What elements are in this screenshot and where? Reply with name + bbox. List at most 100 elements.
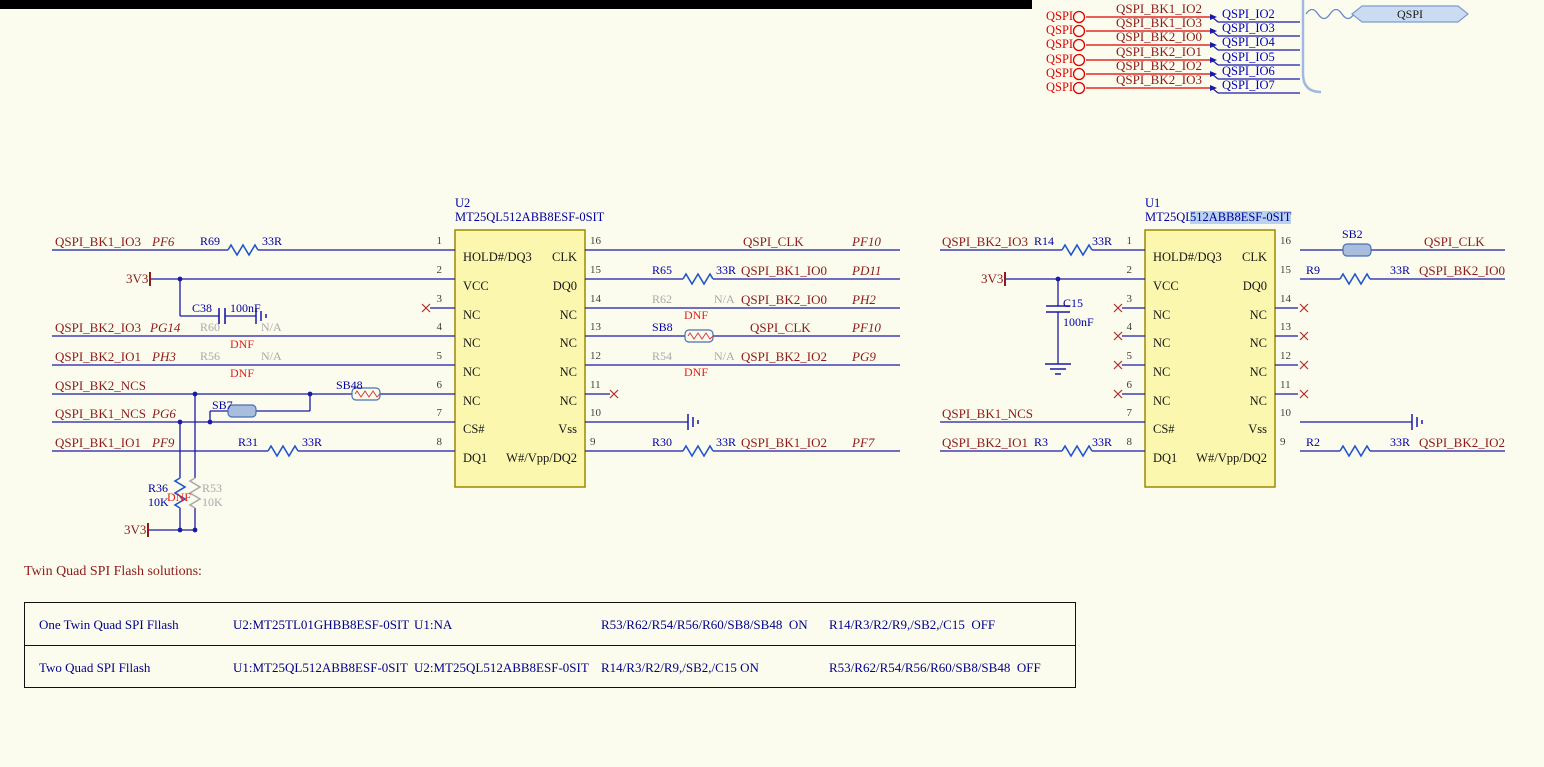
connector-port-label[interactable]: QSPI <box>1046 9 1074 23</box>
refdes[interactable]: C38 <box>192 301 213 315</box>
port-name[interactable]: PG14 <box>150 320 181 335</box>
value[interactable]: 33R <box>716 263 737 277</box>
component-body-u1[interactable] <box>1144 229 1276 488</box>
net-label[interactable]: QSPI_BK1_NCS <box>942 406 1034 421</box>
part-number-u2[interactable]: MT25QL512ABB8ESF-0SIT <box>455 210 605 224</box>
pin-number[interactable]: 10 <box>590 407 601 419</box>
pin-name[interactable]: NC <box>1249 394 1267 408</box>
refdes[interactable]: R36 <box>148 481 169 495</box>
net-label[interactable]: QSPI_BK2_NCS <box>55 378 147 393</box>
pin-number[interactable]: 4 <box>1126 321 1133 333</box>
pin-name[interactable]: NC <box>1153 336 1171 350</box>
pin-name[interactable]: NC <box>1153 308 1171 322</box>
dnf-flag[interactable]: DNF <box>230 337 255 351</box>
net-label[interactable]: QSPI_BK2_IO3 <box>55 320 141 335</box>
pin-name[interactable]: NC <box>559 365 577 379</box>
pin-name[interactable]: NC <box>463 308 481 322</box>
net-label[interactable]: QSPI_BK1_IO3 <box>1116 15 1202 30</box>
refdes[interactable]: C15 <box>1063 296 1084 310</box>
value[interactable]: 33R <box>262 234 283 248</box>
net-label[interactable]: QSPI_BK2_IO1 <box>1116 44 1202 59</box>
pin-name[interactable]: DQ0 <box>1242 279 1267 293</box>
pin-number[interactable]: 5 <box>1126 350 1133 362</box>
pin-name[interactable]: NC <box>1249 336 1267 350</box>
value[interactable]: 33R <box>1092 234 1113 248</box>
refdes[interactable]: R14 <box>1034 234 1055 248</box>
pin-number[interactable]: 14 <box>1280 293 1291 305</box>
pin-number[interactable]: 16 <box>1280 235 1291 247</box>
value[interactable]: 33R <box>1092 435 1113 449</box>
connector-port-label[interactable]: QSPI <box>1046 66 1074 80</box>
net-label[interactable]: QSPI_BK1_IO3 <box>55 234 141 249</box>
sheet-port-label[interactable]: QSPI <box>1396 7 1423 21</box>
pin-number[interactable]: 1 <box>1126 235 1133 247</box>
port-name[interactable]: PG6 <box>152 406 176 421</box>
refdes[interactable]: R69 <box>200 234 221 248</box>
pin-name[interactable]: NC <box>463 336 481 350</box>
resistor-symbol[interactable] <box>1061 444 1093 458</box>
bus-net-label[interactable]: QSPI_IO2 <box>1222 7 1275 21</box>
value[interactable]: 33R <box>1390 435 1411 449</box>
pin-number[interactable]: 15 <box>1280 264 1291 276</box>
pin-number[interactable]: 6 <box>436 379 443 391</box>
pin-number[interactable]: 10 <box>1280 407 1291 419</box>
pin-name[interactable]: Vss <box>1248 422 1267 436</box>
designator-u1[interactable]: U1 <box>1145 196 1161 210</box>
net-label[interactable]: QSPI_BK2_IO1 <box>942 435 1028 450</box>
refdes[interactable]: R2 <box>1306 435 1321 449</box>
resistor-symbol[interactable] <box>1061 243 1093 257</box>
net-label[interactable]: QSPI_BK2_IO2 <box>741 349 827 364</box>
part-number-u1-highlight[interactable]: 512ABB8ESF-0SIT <box>1190 210 1292 224</box>
pin-number[interactable]: 13 <box>590 321 601 333</box>
net-label[interactable]: QSPI_CLK <box>750 320 811 335</box>
net-label[interactable]: QSPI_BK2_IO0 <box>741 292 827 307</box>
refdes[interactable]: R9 <box>1306 263 1321 277</box>
port-name[interactable]: PF6 <box>152 234 175 249</box>
refdes[interactable]: SB48 <box>336 378 363 392</box>
connector-port-label[interactable]: QSPI <box>1046 52 1074 66</box>
pin-number[interactable]: 7 <box>1126 407 1133 419</box>
pin-name[interactable]: NC <box>559 308 577 322</box>
pin-name[interactable]: W#/Vpp/DQ2 <box>506 451 577 465</box>
net-label[interactable]: QSPI_BK2_IO2 <box>1419 435 1505 450</box>
pin-name[interactable]: NC <box>463 394 481 408</box>
connector-port-label[interactable]: QSPI <box>1046 37 1074 51</box>
pin-number[interactable]: 6 <box>1126 379 1133 391</box>
power-label[interactable]: 3V3 <box>981 271 1004 286</box>
pin-number[interactable]: 13 <box>1280 321 1291 333</box>
refdes[interactable]: SB8 <box>652 320 673 334</box>
connector-port-label[interactable]: QSPI <box>1046 23 1074 37</box>
pin-name[interactable]: NC <box>559 394 577 408</box>
port-name[interactable]: PF10 <box>852 234 881 249</box>
component-body-u2[interactable] <box>454 229 586 488</box>
solder-bridge-symbol[interactable] <box>1342 243 1372 257</box>
refdes[interactable]: R30 <box>652 435 673 449</box>
value[interactable]: N/A <box>261 349 282 363</box>
pin-name[interactable]: HOLD#/DQ3 <box>1153 250 1222 264</box>
net-label[interactable]: QSPI_BK2_IO3 <box>1116 72 1202 87</box>
pin-name[interactable]: DQ0 <box>552 279 577 293</box>
pin-number[interactable]: 9 <box>1280 436 1286 448</box>
value[interactable]: 33R <box>716 435 737 449</box>
net-label[interactable]: QSPI_BK2_IO0 <box>1419 263 1505 278</box>
net-label[interactable]: QSPI_CLK <box>743 234 804 249</box>
pin-number[interactable]: 16 <box>590 235 601 247</box>
pin-number[interactable]: 7 <box>436 407 443 419</box>
dnf-flag[interactable]: DNF <box>167 490 192 504</box>
resistor-symbol[interactable] <box>682 272 714 286</box>
sheet-port-shape[interactable] <box>1351 5 1469 23</box>
resistor-symbol[interactable] <box>227 243 259 257</box>
port-name[interactable]: PF9 <box>152 435 175 450</box>
value[interactable]: 10K <box>202 495 223 509</box>
net-label[interactable]: QSPI_BK2_IO3 <box>942 234 1028 249</box>
value[interactable]: N/A <box>261 320 282 334</box>
pin-name[interactable]: W#/Vpp/DQ2 <box>1196 451 1267 465</box>
refdes[interactable]: R53 <box>202 481 223 495</box>
refdes[interactable]: R60 <box>200 320 221 334</box>
value[interactable]: 33R <box>302 435 323 449</box>
pin-name[interactable]: CS# <box>463 422 485 436</box>
pin-name[interactable]: NC <box>1153 394 1171 408</box>
bus-net-label[interactable]: QSPI_IO6 <box>1222 64 1275 78</box>
value[interactable]: N/A <box>714 292 735 306</box>
pin-number[interactable]: 4 <box>436 321 443 333</box>
